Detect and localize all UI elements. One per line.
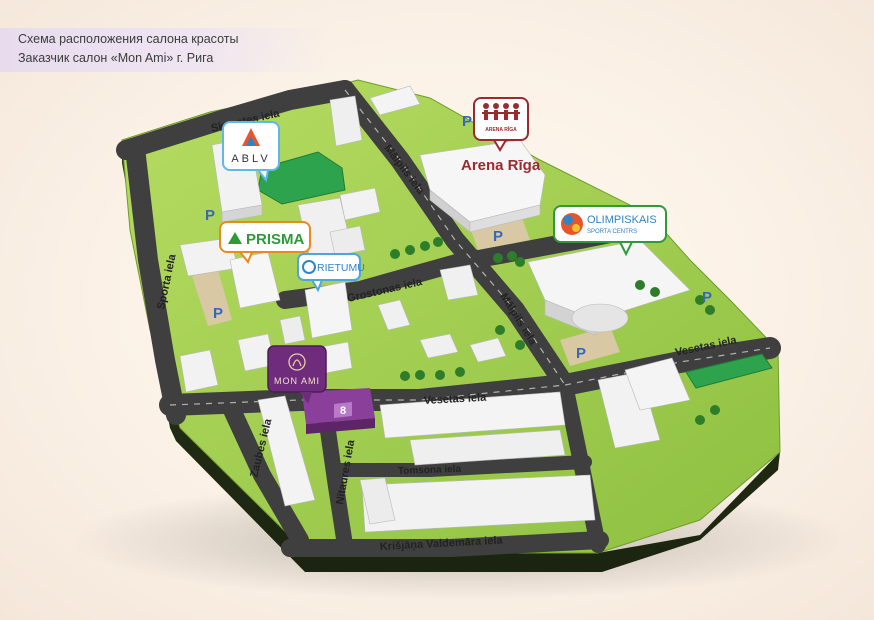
arena-logo-icon xyxy=(482,103,520,120)
buildings xyxy=(179,85,691,533)
marker-monami[interactable]: MON AMI xyxy=(267,345,327,404)
parking-olimpiskais: P xyxy=(576,345,586,362)
parking-ablv: P xyxy=(205,207,215,224)
monami-label: MON AMI xyxy=(274,376,320,386)
road-zaubes xyxy=(223,401,309,549)
ablv-label: ABLV xyxy=(231,153,270,165)
parking-east: P xyxy=(702,289,712,306)
building-south-block xyxy=(257,391,596,533)
marker-olimpiskais[interactable]: OLIMPISKAIS SPORTA CENTRS xyxy=(553,205,667,257)
map-caption: Схема расположения салона красоты Заказч… xyxy=(0,28,330,72)
building-olimpiskais xyxy=(527,239,691,336)
parking-prisma: P xyxy=(213,305,223,322)
parking-markers: P P P P P P xyxy=(205,113,712,362)
marker-ablv[interactable]: ABLV xyxy=(222,121,280,183)
building-east-block xyxy=(597,357,691,449)
rietumu-logo-icon xyxy=(302,260,316,274)
parking-malpils: P xyxy=(493,228,503,245)
building-middle-blocks xyxy=(377,264,507,363)
caption-client: Заказчик салон «Mon Ami» г. Рига xyxy=(18,51,214,65)
label-tomsona: Tomsona iela xyxy=(398,464,462,477)
road-sporta xyxy=(125,138,186,425)
arena-small-label: ARENA RĪGA xyxy=(485,126,517,133)
road-skanstes xyxy=(116,80,355,160)
building-arena xyxy=(419,139,546,233)
sports-field-east xyxy=(685,353,773,389)
building-west-row xyxy=(179,333,276,393)
olimpiskais-label-1: OLIMPISKAIS xyxy=(587,214,657,226)
road-malpils xyxy=(335,80,575,395)
prisma-label: PRISMA xyxy=(246,231,305,248)
building-north-block xyxy=(329,85,421,221)
rietumu-label: RIETUMU xyxy=(317,262,365,274)
arena-riga-label: Arena Rīga xyxy=(461,157,541,174)
prisma-logo-icon xyxy=(228,232,242,244)
label-vesetas-main: Vesetas iela xyxy=(424,392,488,407)
road-tomsona xyxy=(328,455,592,477)
olimpiskais-logo-icon xyxy=(561,213,583,235)
monami-logo-icon xyxy=(288,353,306,371)
building-prisma xyxy=(179,197,366,309)
olimpiskais-label-2: SPORTA CENTRS xyxy=(587,229,637,235)
road-nitaures xyxy=(317,402,353,553)
building-number-8: 8 xyxy=(340,405,346,417)
marker-rietumu[interactable]: RIETUMU xyxy=(297,253,365,293)
marker-prisma[interactable]: PRISMA xyxy=(219,221,311,264)
parking-arena: P xyxy=(462,113,472,130)
caption-title: Схема расположения салона красоты xyxy=(18,32,239,46)
road-valdemara xyxy=(281,531,609,557)
monami-building xyxy=(302,388,375,434)
marker-arena-riga[interactable]: ARENA RĪGA xyxy=(473,97,529,152)
